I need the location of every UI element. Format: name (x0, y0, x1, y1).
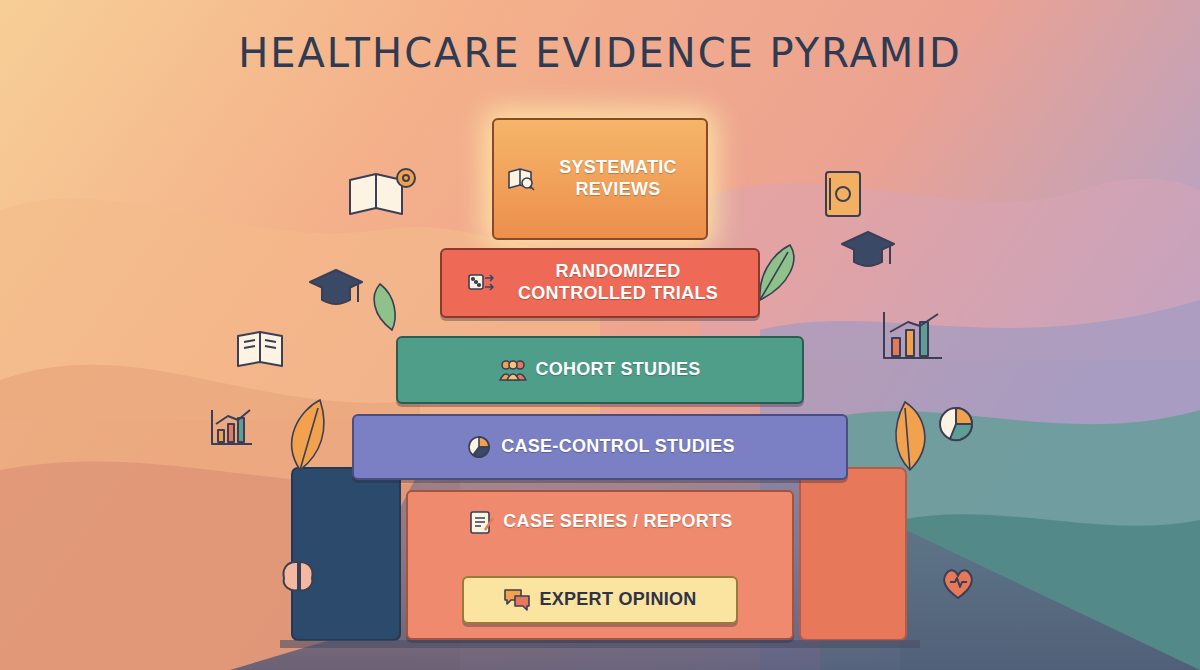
tier-icon (467, 269, 495, 297)
tier-label: CASE SERIES / REPORTS (503, 511, 732, 533)
tier-label-group: CASE-CONTROL STUDIES (465, 433, 735, 461)
pyramid-tier: SYSTEMATIC REVIEWS (492, 118, 708, 240)
pyramid-tier: CASE SERIES / REPORTS EXPERT OPINION (406, 490, 794, 640)
pyramid-tier: COHORT STUDIES (396, 336, 804, 404)
tier-label: SYSTEMATIC REVIEWS (543, 157, 693, 200)
pyramid-tier: CASE-CONTROL STUDIES (352, 414, 848, 480)
tier-icon (499, 356, 527, 384)
tier-label: RANDOMIZED CONTROLLED TRIALS (503, 261, 733, 304)
tier-icon (503, 586, 531, 614)
pyramid-tier: RANDOMIZED CONTROLLED TRIALS (440, 248, 760, 318)
tier-icon (467, 508, 495, 536)
tier-label-group: CASE SERIES / REPORTS (467, 508, 732, 536)
tier-label-group: EXPERT OPINION (503, 586, 696, 614)
tier-icon (465, 433, 493, 461)
tier-icon (507, 165, 535, 193)
tier-label: COHORT STUDIES (535, 359, 700, 381)
tier-label: EXPERT OPINION (539, 589, 696, 611)
tier-label-group: SYSTEMATIC REVIEWS (507, 157, 693, 200)
inset-tier-box: EXPERT OPINION (462, 576, 738, 624)
tier-label-group: RANDOMIZED CONTROLLED TRIALS (467, 261, 733, 304)
tier-label-group: COHORT STUDIES (499, 356, 700, 384)
tier-label: CASE-CONTROL STUDIES (501, 436, 735, 458)
diagram-title: HEALTHCARE EVIDENCE PYRAMID (0, 30, 1200, 76)
